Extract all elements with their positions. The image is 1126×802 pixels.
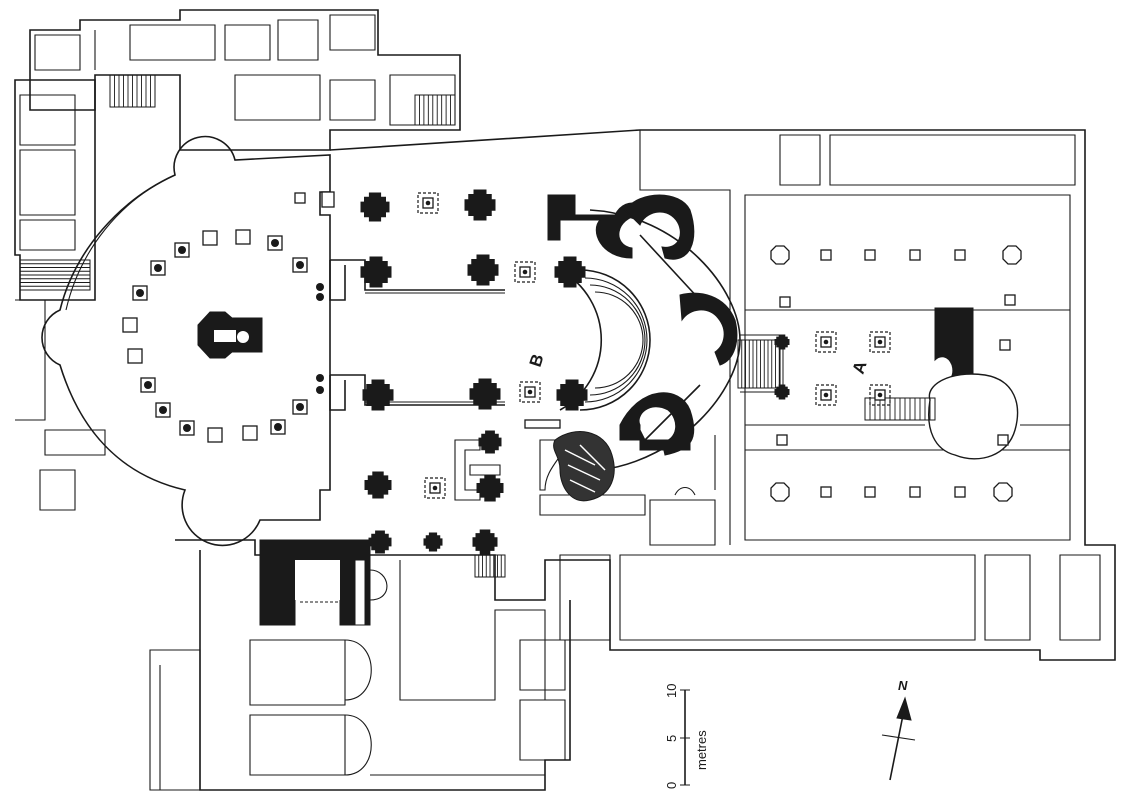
pillar-dot	[316, 386, 324, 394]
rotunda-column-core	[183, 424, 191, 432]
rotunda-column-core	[178, 246, 186, 254]
facade-piers	[368, 529, 498, 555]
court-post	[294, 192, 306, 204]
court-post	[820, 486, 832, 498]
court-post	[820, 249, 832, 261]
nave-pier	[364, 471, 392, 499]
court-post	[909, 486, 921, 498]
column-marker-dot	[877, 392, 883, 398]
rotunda-column-core	[271, 239, 279, 247]
north-arrow-label: N	[898, 678, 908, 693]
rotunda-column-core	[159, 406, 167, 414]
column-marker	[519, 381, 541, 403]
column-marker	[424, 477, 446, 499]
label-a: A	[849, 359, 871, 377]
pillar-dot	[316, 293, 324, 301]
court-post	[1004, 294, 1016, 306]
nave-pier	[478, 430, 502, 454]
rotunda-column-core	[136, 289, 144, 297]
rotunda-column-core	[154, 264, 162, 272]
rotunda-column	[122, 317, 138, 333]
column-marker	[417, 192, 439, 214]
scale-unit-label: metres	[694, 730, 709, 770]
nave-pier	[469, 378, 501, 410]
column-markers	[417, 192, 891, 499]
north-arrow: N	[881, 678, 916, 781]
column-marker-dot	[823, 339, 829, 345]
outer-walls	[14, 9, 1116, 791]
rotunda-column	[202, 230, 218, 246]
north-stair-east	[414, 94, 456, 126]
south-chapels	[454, 419, 716, 546]
rotunda-column	[235, 229, 251, 245]
court-post-octagonal	[1002, 245, 1022, 265]
rotunda	[41, 135, 331, 547]
south-facade	[175, 539, 388, 626]
eastern-court	[740, 307, 1019, 460]
nave-pier	[554, 256, 586, 288]
rotunda-columns	[122, 191, 335, 443]
column-marker	[869, 331, 891, 353]
court-post	[909, 249, 921, 261]
tomb-aedicule	[197, 311, 263, 359]
column-marker-dot	[527, 389, 533, 395]
label-b: B	[526, 352, 548, 370]
column-marker	[514, 261, 536, 283]
rotunda-column	[242, 425, 258, 441]
column-marker	[815, 384, 837, 406]
court-post	[779, 296, 791, 308]
scale-tick-10: 10	[664, 684, 679, 698]
nave-pier	[464, 189, 496, 221]
pillar-dot	[316, 283, 324, 291]
scale-tick-5: 5	[664, 735, 679, 742]
nave-pier	[467, 254, 499, 286]
court-post	[864, 249, 876, 261]
rotunda-column-core	[296, 261, 304, 269]
column-marker-dot	[522, 269, 528, 275]
column-marker	[869, 384, 891, 406]
court-post	[999, 339, 1011, 351]
nave-pier	[360, 256, 392, 288]
facade-pier	[423, 532, 443, 552]
scale-tick-0: 0	[664, 782, 679, 789]
column-marker-dot	[425, 200, 431, 206]
facade-pier	[368, 530, 392, 554]
court-post	[776, 434, 788, 446]
nave-pier	[556, 379, 588, 411]
pillar-dot	[316, 374, 324, 382]
ambulatory-chapels	[547, 194, 738, 456]
nave-pier	[360, 192, 390, 222]
rotunda-column-core	[296, 403, 304, 411]
court-pier	[774, 334, 790, 350]
court-post	[954, 249, 966, 261]
entrance-steps	[19, 74, 506, 578]
rotunda-column-core	[274, 423, 282, 431]
court-post-octagonal	[770, 245, 790, 265]
rotunda-column	[127, 348, 143, 364]
court-post	[954, 486, 966, 498]
nave-pier	[362, 379, 394, 411]
court-post	[864, 486, 876, 498]
facade-pier	[472, 529, 498, 555]
court-steps	[864, 397, 936, 421]
court-posts	[294, 192, 1022, 502]
court-post-octagonal	[993, 482, 1013, 502]
nave-piers	[360, 189, 790, 502]
rotunda-column-core	[144, 381, 152, 389]
nave-pier	[476, 474, 504, 502]
apse-steps	[737, 339, 784, 389]
rotunda-column	[207, 427, 223, 443]
column-marker-dot	[823, 392, 829, 398]
court-post-octagonal	[770, 482, 790, 502]
column-marker-dot	[877, 339, 883, 345]
column-marker	[815, 331, 837, 353]
scale-bar: 0 5 10 metres	[664, 684, 709, 789]
court-post	[997, 434, 1009, 446]
column-marker-dot	[432, 485, 438, 491]
rotunda-column	[321, 191, 335, 208]
